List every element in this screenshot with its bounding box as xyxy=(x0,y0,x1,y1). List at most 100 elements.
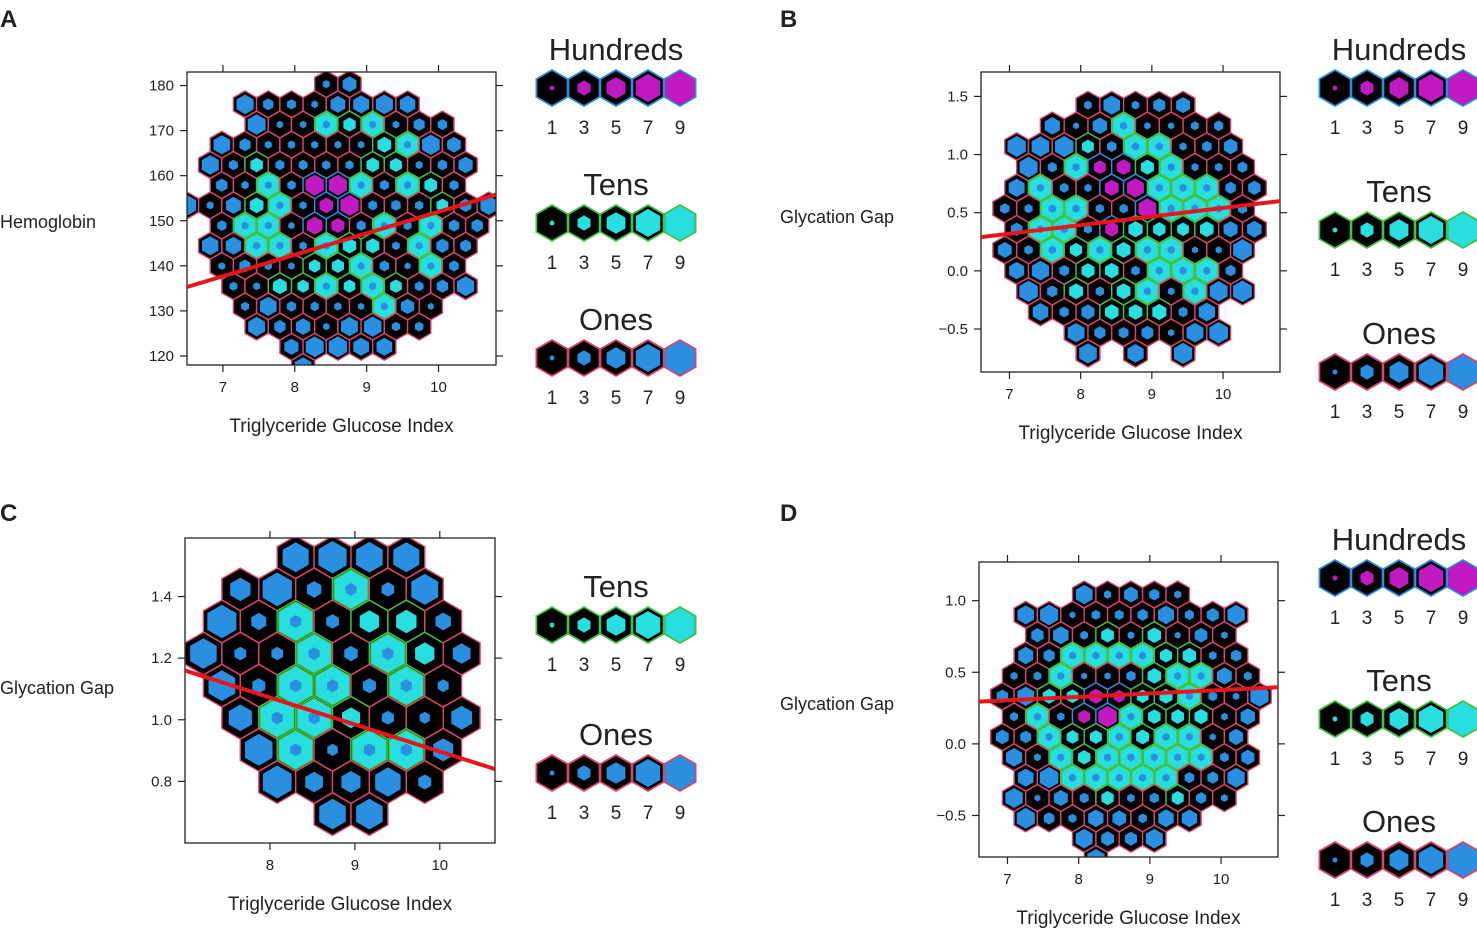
hex-cell-inner xyxy=(305,174,324,196)
legend-label: 7 xyxy=(1426,402,1437,423)
legend-hex-inner xyxy=(549,355,555,361)
hex-cell-inner xyxy=(216,178,228,192)
hex-cell-inner xyxy=(1140,159,1154,175)
hex-cell-inner xyxy=(1174,671,1182,680)
legend-label: 5 xyxy=(611,388,622,409)
legend-label: 1 xyxy=(1330,260,1341,281)
hex-cell-inner xyxy=(262,765,292,799)
hex-cell-inner xyxy=(1118,327,1129,339)
hex-cell-inner xyxy=(262,572,292,607)
y-tick-label: 1.0 xyxy=(945,593,966,610)
hex-cell-inner xyxy=(323,322,330,331)
x-tick-label: 9 xyxy=(1148,386,1156,403)
hex-cell-inner xyxy=(400,298,415,314)
panel-letter-d: D xyxy=(780,500,797,527)
hex-cell-inner xyxy=(1084,183,1092,192)
hex-cell-inner xyxy=(404,262,411,270)
hex-cell-inner xyxy=(1057,671,1065,680)
hex-cell-inner xyxy=(1126,670,1136,682)
hex-cell-inner xyxy=(1059,182,1069,193)
hex-cell-inner xyxy=(1185,732,1193,741)
hex-cell-inner xyxy=(1232,692,1240,701)
y-tick-label: 150 xyxy=(149,213,174,230)
y-tick-label: 0.8 xyxy=(151,773,172,790)
hex-cell-inner xyxy=(1048,245,1056,254)
hex-cell-inner xyxy=(228,159,238,171)
hex-cell-inner xyxy=(1081,672,1088,680)
legend-hex-inner xyxy=(1360,711,1374,727)
legend-hex-inner xyxy=(1332,227,1338,233)
hex-cell-inner xyxy=(1068,813,1077,823)
hex-cell-inner xyxy=(1147,668,1162,684)
hex-cell-inner xyxy=(1089,730,1102,744)
hex-cell-inner xyxy=(1153,222,1166,237)
legend-label: 1 xyxy=(1330,402,1341,423)
hex-cell-inner xyxy=(1178,306,1188,318)
hex-cell-inner xyxy=(379,179,389,191)
hex-cell-inner xyxy=(1147,627,1161,643)
hex-cell-inner xyxy=(330,95,346,113)
hex-cell-inner xyxy=(343,117,356,132)
y-tick-label: 130 xyxy=(149,303,174,320)
hex-cell-inner xyxy=(1088,809,1104,828)
legend-label: 5 xyxy=(1394,749,1405,770)
legend-hex-inner xyxy=(577,350,591,366)
hex-cell-inner xyxy=(1075,828,1093,849)
hex-cell-inner xyxy=(1124,586,1138,603)
legend-hex-inner xyxy=(606,762,626,784)
legend-hex-inner xyxy=(1332,369,1338,375)
hex-cell-inner xyxy=(290,743,302,757)
legend-hex-inner xyxy=(549,622,555,628)
hex-cell-inner xyxy=(1104,179,1119,196)
hex-cell-inner xyxy=(1220,752,1229,763)
panel-letter-a: A xyxy=(0,6,17,33)
hex-cell-inner xyxy=(1069,283,1083,300)
hex-cell-inner xyxy=(1094,326,1106,339)
hex-cell-inner xyxy=(271,711,283,725)
hex-cell-inner xyxy=(1079,792,1089,804)
hex-cell-inner xyxy=(305,336,324,358)
hex-cell-inner xyxy=(1005,788,1023,808)
hex-cell-inner xyxy=(1112,810,1127,827)
hex-cell-inner xyxy=(1116,159,1131,175)
hex-cell-inner xyxy=(1031,260,1049,281)
legend-label: 1 xyxy=(547,388,558,409)
hex-cell-inner xyxy=(309,259,321,273)
hex-cell-inner xyxy=(452,643,471,664)
hex-cell-inner xyxy=(1078,709,1090,724)
x-tick-label: 7 xyxy=(1005,386,1013,403)
hex-cell-inner xyxy=(328,174,347,196)
fit-line xyxy=(979,685,1278,704)
plot-frame xyxy=(184,537,496,844)
hex-cell-inner xyxy=(264,221,272,230)
hex-cell-inner xyxy=(1053,626,1069,645)
hex-cell-inner xyxy=(344,645,358,662)
hex-cell-inner xyxy=(436,238,449,253)
hex-cell-inner xyxy=(1191,246,1198,254)
legend-hex-inner xyxy=(665,755,695,791)
hex-cell-inner xyxy=(1182,647,1197,664)
hex-cell-inner xyxy=(1176,97,1190,114)
hex-cell-inner xyxy=(362,678,376,694)
hex-cell-inner xyxy=(342,238,357,254)
legend-label: 9 xyxy=(675,388,686,409)
hex-cell-inner xyxy=(1119,203,1128,214)
hex-cell-inner xyxy=(1144,122,1151,130)
hex-cell-inner xyxy=(381,582,395,597)
hex-cell-inner xyxy=(460,239,471,252)
hex-cell-inner xyxy=(996,729,1009,745)
hex-cell-inner xyxy=(1048,204,1056,213)
hex-cell-inner xyxy=(1138,813,1147,824)
hex-cell-inner xyxy=(341,316,358,337)
hex-cell-inner xyxy=(1202,141,1212,152)
hex-cells xyxy=(992,90,1268,368)
hex-cell-inner xyxy=(1101,790,1114,806)
x-tick-label: 9 xyxy=(1146,871,1154,888)
hex-cell-inner xyxy=(306,581,322,598)
hex-cell-inner xyxy=(1233,280,1252,303)
legend-label: 5 xyxy=(1394,260,1405,281)
legend-hex-inner xyxy=(665,70,695,106)
legend-hex-inner xyxy=(1360,570,1374,586)
